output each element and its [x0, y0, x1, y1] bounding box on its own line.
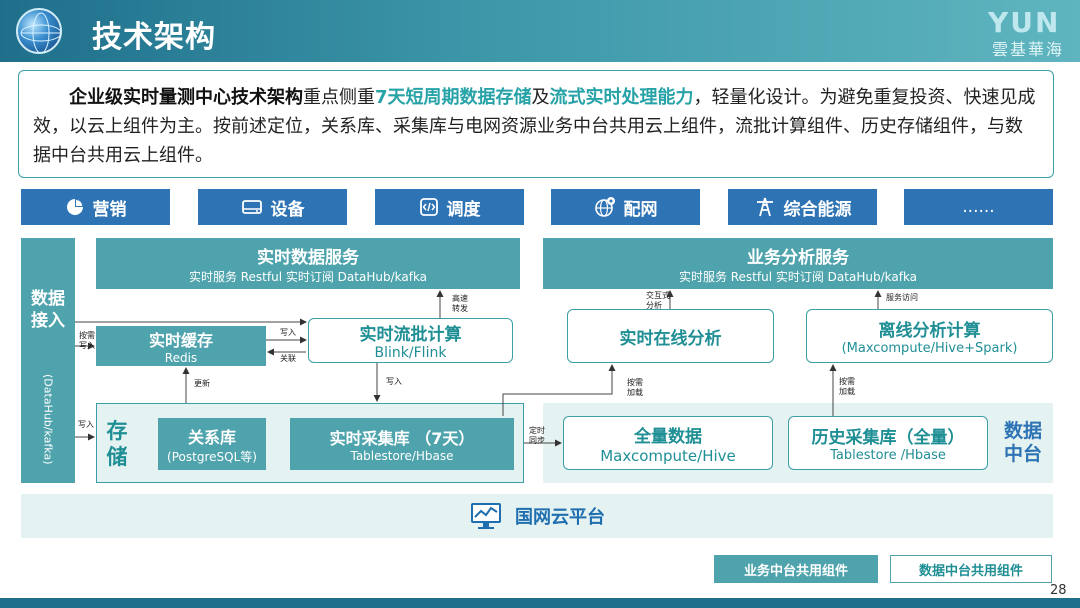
label-load-2: 按需 加载 [839, 377, 855, 397]
legend-data-shared: 数据中台共用组件 [890, 555, 1052, 583]
label-write: 写入 [78, 420, 94, 430]
legend-business-shared: 业务中台共用组件 [714, 555, 878, 583]
label-relate: 关联 [280, 354, 296, 364]
footer-bar [0, 598, 1080, 608]
label-write-3: 写入 [386, 377, 402, 387]
arrow-load-online [503, 365, 612, 416]
label-interactive: 交互式 分析 [646, 291, 670, 311]
label-load-1: 按需 加载 [627, 378, 643, 398]
page-number: 28 [1050, 583, 1067, 598]
label-update: 更新 [194, 379, 210, 389]
label-service-access: 服务访问 [886, 293, 918, 303]
label-fast-forward: 高速 转发 [452, 294, 468, 314]
label-sync: 定时 同步 [529, 426, 545, 446]
label-by-need-write: 按需 写入 [79, 331, 97, 351]
label-write-2: 写入 [280, 328, 296, 338]
